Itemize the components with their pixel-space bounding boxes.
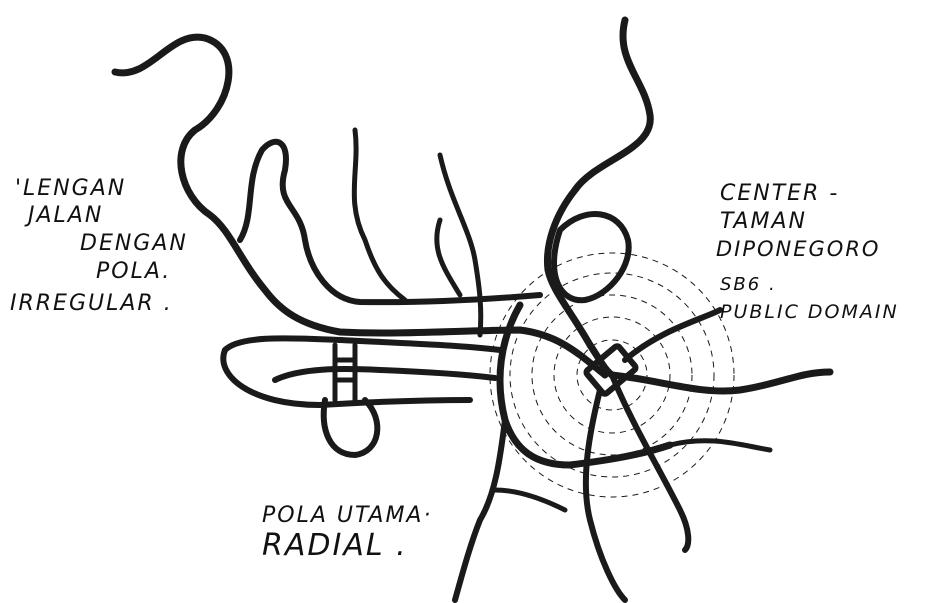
- bottom-note: POLA UTAMA· RADIAL .: [262, 503, 432, 563]
- right-note-line-2: TAMAN: [720, 209, 807, 234]
- left-note-line-3: DENGAN: [80, 231, 188, 256]
- right-note: CENTER - TAMAN DIPONEGORO SB6 . PUBLIC D…: [716, 181, 899, 323]
- southeast-tail: [670, 441, 770, 450]
- left-note-line-5: IRREGULAR .: [10, 291, 173, 316]
- right-note-line-5: PUBLIC DOMAIN: [720, 301, 899, 323]
- southwest-road: [455, 420, 505, 600]
- spoke-north-2: [440, 155, 481, 335]
- bottom-note-line-1: POLA UTAMA·: [262, 503, 432, 528]
- right-note-line-3: DIPONEGORO: [716, 237, 880, 261]
- southwest-branch: [495, 490, 565, 510]
- west-road-2: [275, 369, 495, 380]
- left-note: 'LENGAN JALAN DENGAN POLA. IRREGULAR .: [10, 176, 188, 316]
- left-note-line-2: JALAN: [24, 203, 103, 228]
- left-note-line-1: 'LENGAN: [15, 176, 126, 201]
- right-note-line-1: CENTER -: [720, 181, 839, 206]
- left-note-line-4: POLA.: [96, 259, 171, 284]
- southeast-road: [612, 375, 688, 550]
- southwest-loop: [324, 400, 378, 455]
- spoke-north-3: [437, 220, 460, 295]
- winding-road-northeast: [547, 20, 650, 375]
- looping-road-north: [240, 142, 540, 302]
- right-note-line-4: SB6 .: [720, 274, 777, 295]
- center-loop-north: [554, 214, 629, 300]
- bottom-note-line-2: RADIAL .: [262, 528, 408, 563]
- winding-road-northwest: [115, 37, 605, 375]
- spoke-north-1: [354, 130, 405, 300]
- west-road-1: [225, 338, 500, 350]
- ladder-connector: [335, 345, 355, 400]
